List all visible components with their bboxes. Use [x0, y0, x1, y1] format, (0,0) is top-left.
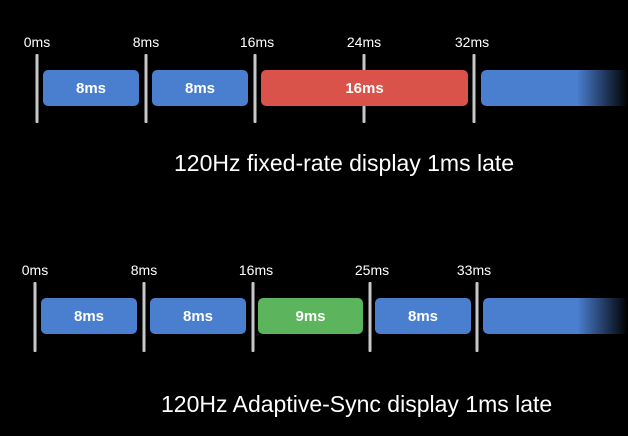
tick-line	[472, 54, 476, 123]
adaptive-frame-block: 9ms	[258, 298, 363, 334]
tick-label: 8ms	[132, 34, 160, 50]
tick-line	[368, 282, 372, 352]
tick-line	[142, 282, 146, 352]
frame-duration-label: 9ms	[295, 307, 326, 325]
frame-block: 8ms	[41, 298, 137, 334]
tick-label: 8ms	[130, 262, 158, 278]
frame-block	[483, 298, 628, 334]
tick-line	[251, 282, 255, 352]
frame-duration-label: 16ms	[345, 79, 384, 97]
frame-duration-label: 8ms	[182, 307, 214, 325]
late-frame-block: 16ms	[261, 70, 468, 106]
frame-duration-label: 8ms	[75, 79, 107, 97]
frame-block	[481, 70, 628, 106]
frame-block: 8ms	[43, 70, 139, 106]
tick-label: 24ms	[346, 34, 382, 50]
frame-block: 8ms	[150, 298, 246, 334]
frame-block: 8ms	[152, 70, 248, 106]
frame-duration-label: 8ms	[73, 307, 105, 325]
caption-fixed-rate: 120Hz fixed-rate display 1ms late	[174, 150, 515, 176]
frame-duration-label: 8ms	[407, 307, 439, 325]
tick-label: 0ms	[23, 34, 51, 50]
frame-duration-label: 8ms	[184, 79, 216, 97]
caption-adaptive-sync: 120Hz Adaptive-Sync display 1ms late	[161, 391, 553, 417]
tick-label: 0ms	[21, 262, 49, 278]
tick-label: 32ms	[454, 34, 490, 50]
tick-line	[475, 282, 479, 352]
tick-label: 16ms	[239, 34, 275, 50]
tick-label: 25ms	[354, 262, 390, 278]
tick-label: 33ms	[456, 262, 492, 278]
tick-line	[35, 54, 39, 123]
tick-line	[253, 54, 257, 123]
frame-block: 8ms	[375, 298, 471, 334]
tick-line	[144, 54, 148, 123]
tick-line	[33, 282, 37, 352]
tick-label: 16ms	[238, 262, 274, 278]
